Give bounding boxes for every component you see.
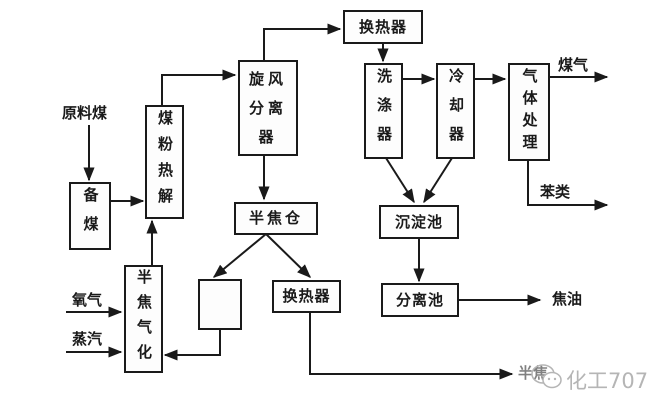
arrow-heat-exchanger-to-char-out (309, 312, 514, 380)
node-prep-coal: 备煤 (69, 182, 111, 250)
node-cooler-label: 冷却器 (447, 67, 465, 155)
arrow-pyrolysis-to-cyclone (161, 69, 237, 105)
arrow-cooler-to-settling (423, 157, 453, 204)
node-gas-treatment: 气体处理 (508, 63, 550, 161)
node-settling-tank: 沉淀池 (379, 205, 459, 239)
stream-steam-label: 蒸汽 (72, 330, 103, 348)
node-heat-exchanger-top-label: 换热器 (358, 17, 407, 36)
node-cooler: 冷却器 (436, 63, 475, 159)
node-pyrolysis-label: 煤粉热解 (156, 110, 174, 214)
arrow-blank-unit-to-gasification (163, 329, 221, 361)
node-separation-tank: 分离池 (381, 283, 459, 317)
node-scrubber-label: 洗涤器 (375, 67, 393, 155)
node-settling-tank-label: 沉淀池 (394, 212, 443, 231)
arrow-char-bin-to-blank-unit (212, 233, 267, 278)
node-gas-treatment-label: 气体处理 (520, 68, 539, 156)
node-cyclone-label: 旋风分离器 (249, 69, 288, 146)
node-cyclone-separator: 旋风分离器 (238, 60, 298, 156)
wechat-icon (531, 364, 562, 389)
node-scrubber: 洗涤器 (364, 63, 403, 159)
node-separation-tank-label: 分离池 (395, 290, 444, 309)
stream-benzene-label: 苯类 (540, 183, 571, 201)
arrow-scrubber-to-settling (385, 157, 415, 204)
node-heat-exchanger-bottom: 换热器 (272, 280, 341, 313)
stream-char-out-label: 半焦 (518, 364, 549, 382)
arrow-gas-treatment-to-benzene (527, 160, 609, 211)
watermark-text: 化工707 (566, 369, 649, 393)
node-prep-coal-label: 备煤 (81, 187, 100, 245)
node-heat-exchanger-bottom-label: 换热器 (282, 287, 331, 305)
stream-raw-coal-label: 原料煤 (62, 104, 108, 122)
node-char-bin: 半焦仓 (234, 202, 318, 235)
arrow-char-bin-to-heat-exchanger (265, 233, 312, 278)
node-char-gasification-label: 半焦气化 (135, 269, 153, 369)
node-char-gasification: 半焦气化 (124, 265, 163, 373)
node-blank-unit (198, 279, 242, 330)
node-heat-exchanger-top: 换热器 (343, 10, 423, 44)
stream-oxygen-label: 氧气 (72, 291, 103, 309)
stream-tar-label: 焦油 (552, 290, 583, 308)
arrow-cyclone-to-heat-exchanger (263, 23, 342, 60)
node-char-bin-label: 半焦仓 (248, 209, 303, 227)
stream-coal-gas-label: 煤气 (558, 56, 589, 74)
node-pyrolysis: 煤粉热解 (145, 105, 184, 219)
